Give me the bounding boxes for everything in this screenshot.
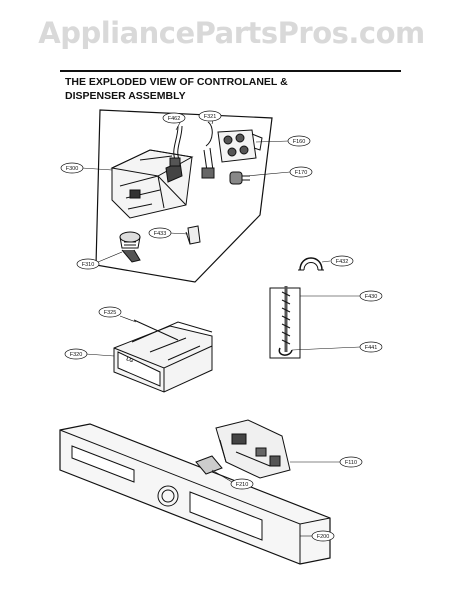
title-line-2: DISPENSER ASSEMBLY (65, 90, 186, 102)
callout-f200-text: F200 (317, 534, 330, 540)
callout-f320: F320 (64, 348, 88, 360)
callout-f210: F210 (230, 478, 254, 490)
callout-f433: F433 (148, 227, 172, 239)
callout-f200: F200 (311, 530, 335, 542)
hook-f432 (298, 257, 324, 271)
callout-f310: F310 (76, 258, 100, 270)
callout-labels: F462 F321 F160 F300 F170 F433 F310 F432 (60, 110, 383, 542)
title-rule (60, 70, 401, 72)
callout-f430: F430 (359, 290, 383, 302)
siphon-cap-f310 (119, 231, 141, 263)
drawer-insert-f325 (133, 319, 179, 341)
valve-f170 (229, 171, 250, 185)
callout-f430-text: F430 (365, 294, 378, 300)
title-line-1: THE EXPLODED VIEW OF CONTROLANEL & (65, 76, 288, 88)
callout-f160: F160 (287, 135, 311, 147)
clip-f433 (185, 225, 201, 245)
dispenser-drawer (113, 321, 213, 393)
callout-f321: F321 (198, 110, 222, 122)
callout-f321-text: F321 (204, 114, 217, 120)
site-watermark: AppliancePartsPros.com (38, 16, 425, 50)
callout-f432: F432 (330, 255, 354, 267)
callout-f432-text: F432 (336, 259, 349, 265)
inlet-valve-assembly (201, 121, 263, 179)
drawer-brand-mark: LG (125, 356, 134, 364)
pcb-assembly (215, 419, 291, 479)
callout-f300-text: F300 (66, 166, 79, 172)
callout-f210-text: F210 (236, 482, 249, 488)
hose-f462 (169, 125, 183, 167)
diagram-title: THE EXPLODED VIEW OF CONTROLANEL & DISPE… (65, 75, 288, 103)
callout-f441-text: F441 (365, 345, 378, 351)
callout-f433-text: F433 (154, 231, 167, 237)
knob-f210 (195, 455, 223, 475)
callout-f325: F325 (98, 306, 122, 318)
callout-f300: F300 (60, 162, 84, 174)
callout-f170-text: F170 (295, 170, 308, 176)
dispenser-housing (110, 149, 194, 219)
callout-f170: F170 (289, 166, 313, 178)
spring-bracket-group (269, 286, 301, 359)
callout-f160-text: F160 (293, 139, 306, 145)
dispenser-group-outline (95, 109, 273, 283)
callout-f462-text: F462 (168, 116, 181, 122)
callout-f441: F441 (359, 341, 383, 353)
control-panel (59, 423, 331, 565)
callout-f110: F110 (339, 456, 363, 468)
callout-f462: F462 (162, 112, 186, 124)
callout-f310-text: F310 (82, 262, 95, 268)
callout-f110-text: F110 (345, 460, 357, 466)
callout-f325-text: F325 (104, 310, 117, 316)
callout-f320-text: F320 (70, 352, 83, 358)
leader-lines (81, 116, 361, 537)
